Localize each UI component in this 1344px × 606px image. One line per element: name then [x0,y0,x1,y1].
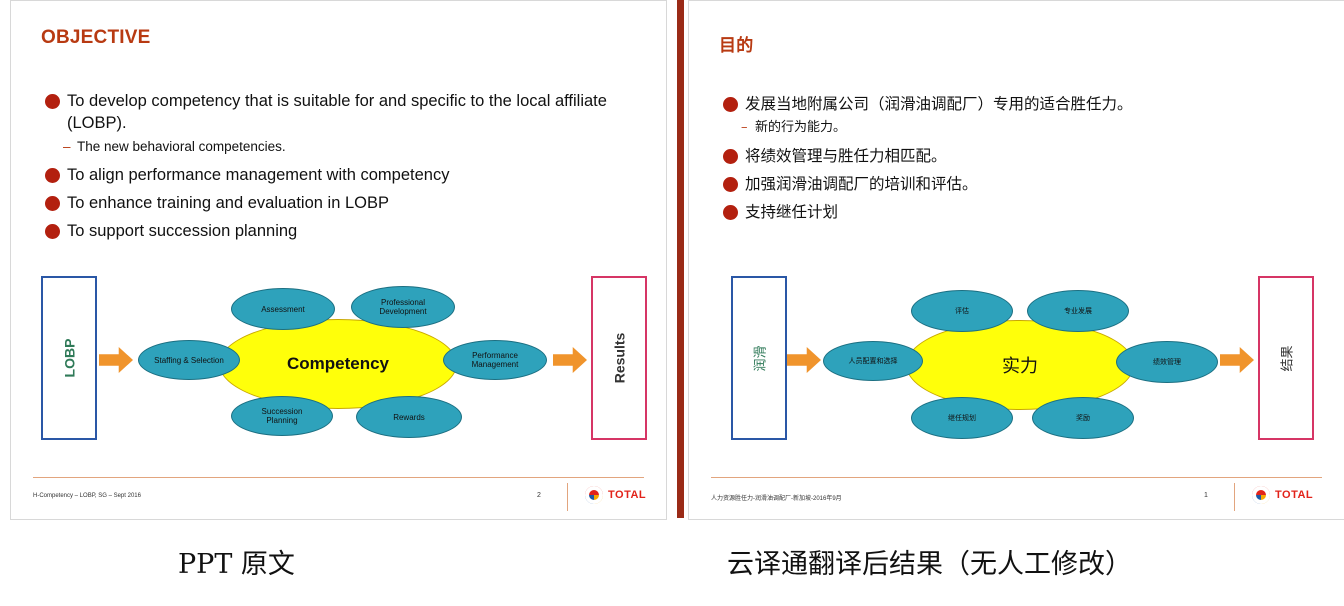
logo-text: TOTAL [608,489,647,501]
logo-text: TOTAL [1275,489,1314,501]
petal-succession-planning: 继任规划 [911,397,1013,439]
original-slide: OBJECTIVE To develop competency that is … [10,0,667,520]
lobp-label: 润滑 [753,344,769,372]
page-number: 2 [537,492,541,499]
slide-title: OBJECTIVE [41,27,151,48]
lobp-label: LOBP [60,338,77,378]
bullet-item: 支持继任计划 [723,201,1323,223]
arrow-right-icon [99,347,133,373]
petal-rewards: Rewards [356,396,462,438]
slide-divider [677,0,684,518]
petal-professional-development: 专业发展 [1027,290,1129,332]
bullet-text: 将绩效管理与胜任力相匹配。 [745,147,947,165]
caption-translated: 云译通翻译后结果（无人工修改） [727,549,1132,580]
bullet-dot-icon [45,94,60,109]
translated-slide: 目的 发展当地附属公司（润滑油调配厂）专用的适合胜任力。 –新的行为能力。 将绩… [688,0,1344,520]
petal-staffing-selection: Staffing & Selection [138,340,240,380]
arrow-right-icon [787,347,821,373]
results-box: Results [591,276,647,440]
bullet-text: 加强润滑油调配厂的培训和评估。 [745,175,978,193]
bullet-text: To align performance management with com… [67,166,450,184]
bullet-dot-icon [723,205,738,220]
footer-divider [33,477,644,478]
petal-performance-management: Performance Management [443,340,547,380]
sub-bullet-item: –The new behavioral competencies. [45,138,645,156]
caption-original: PPT 原文 [178,549,295,580]
bullet-dot-icon [723,149,738,164]
bullet-item: To develop competency that is suitable f… [45,90,645,134]
lobp-box: 润滑 [731,276,787,440]
bullet-text: To develop competency that is suitable f… [67,92,607,132]
sub-bullet-text: The new behavioral competencies. [77,139,286,154]
total-logo: TOTAL [1252,486,1313,504]
footer-text: 人力资源胜任力-润滑油调配厂-新加坡-2016年9月 [711,496,842,502]
bullet-item: 将绩效管理与胜任力相匹配。 [723,145,1323,167]
bullet-item: To enhance training and evaluation in LO… [45,192,645,214]
dash-icon: – [63,139,71,154]
slide-title: 目的 [719,36,754,56]
page-number: 1 [1204,492,1208,499]
competency-ellipse: 实力 [906,320,1134,410]
sub-bullet-text: 新的行为能力。 [755,120,847,135]
bullet-dot-icon [45,196,60,211]
petal-assessment: 评估 [911,290,1013,332]
bullet-text: To enhance training and evaluation in LO… [67,194,389,212]
footer-text: H-Competency – LOBP, SG – Sept 2016 [33,493,141,499]
footer-separator [567,483,568,511]
arrow-right-icon [1220,347,1254,373]
bullet-item: 发展当地附属公司（润滑油调配厂）专用的适合胜任力。 [723,93,1323,115]
results-label: 结果 [1280,344,1296,372]
bullet-list: To develop competency that is suitable f… [45,90,645,248]
lobp-box: LOBP [41,276,97,440]
bullet-text: 支持继任计划 [745,203,839,221]
footer-divider [711,477,1322,478]
bullet-dot-icon [45,224,60,239]
bullet-item: 加强润滑油调配厂的培训和评估。 [723,173,1323,195]
bullet-dot-icon [723,97,738,112]
total-logo-icon [585,486,603,504]
bullet-item: To align performance management with com… [45,164,645,186]
petal-staffing-selection: 人员配置和选择 [823,341,923,381]
bullet-item: To support succession planning [45,220,645,242]
petal-performance-management: 绩效管理 [1116,341,1218,383]
results-box: 结果 [1258,276,1314,440]
bullet-text: To support succession planning [67,222,298,240]
sub-bullet-item: –新的行为能力。 [723,119,1323,137]
petal-professional-development: Professional Development [351,286,455,328]
bullet-list: 发展当地附属公司（润滑油调配厂）专用的适合胜任力。 –新的行为能力。 将绩效管理… [723,93,1323,229]
petal-succession-planning: Succession Planning [231,396,333,436]
bullet-text: 发展当地附属公司（润滑油调配厂）专用的适合胜任力。 [745,95,1133,113]
results-label: Results [610,332,627,384]
footer-separator [1234,483,1235,511]
total-logo-icon [1252,486,1270,504]
petal-rewards: 奖励 [1032,397,1134,439]
dash-icon: – [741,120,748,135]
petal-assessment: Assessment [231,288,335,330]
arrow-right-icon [553,347,587,373]
bullet-dot-icon [723,177,738,192]
total-logo: TOTAL [585,486,646,504]
bullet-dot-icon [45,168,60,183]
competency-ellipse: Competency [219,319,457,409]
